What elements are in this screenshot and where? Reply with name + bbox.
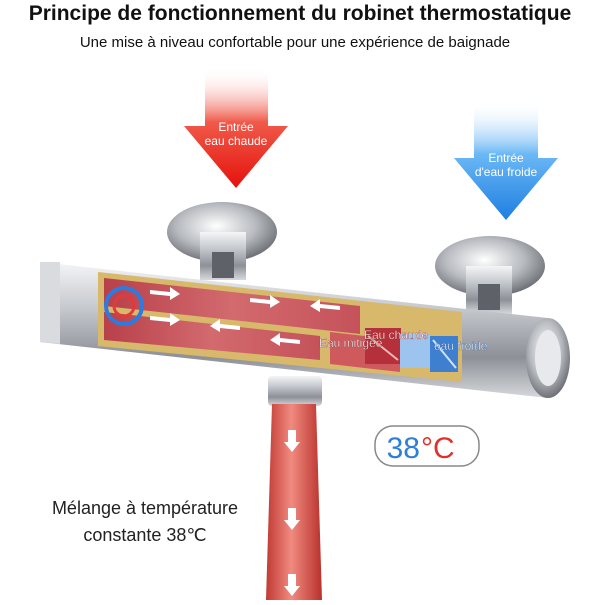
cold-water-label: eau froide xyxy=(434,339,488,353)
hot-inlet-label-line2: eau chaude xyxy=(205,134,268,148)
outlet-nut xyxy=(268,376,322,406)
temperature-value: 38 xyxy=(387,432,420,465)
hot-inlet-connector xyxy=(167,202,277,280)
cold-inlet-connector xyxy=(435,236,545,314)
mixed-water-label: Eau mitigée xyxy=(319,336,383,350)
caption: Mélange à température constante 38℃ xyxy=(30,495,260,549)
hot-inlet-label-line1: Entrée xyxy=(218,120,254,134)
mixing-cartridge xyxy=(365,328,458,372)
hot-water-label: Eau chaude xyxy=(364,328,428,342)
swirl-icon xyxy=(104,286,144,326)
hot-inlet-arrow-icon xyxy=(184,68,288,188)
page-title: Principe de fonctionnement du robinet th… xyxy=(28,2,572,25)
temperature-badge: 38 °C xyxy=(374,425,480,467)
cold-inlet-label-line2: d'eau froide xyxy=(475,165,538,179)
temperature-unit: °C xyxy=(421,432,455,465)
flow-arrows xyxy=(150,287,340,346)
caption-line2: constante 38℃ xyxy=(83,525,207,545)
cold-inlet-arrow-icon xyxy=(454,100,558,220)
cold-inlet-label-line1: Entrée xyxy=(488,151,524,165)
page-subtitle: Une mise à niveau confortable pour une e… xyxy=(79,34,511,51)
caption-line1: Mélange à température xyxy=(51,498,239,518)
hose xyxy=(266,404,322,600)
